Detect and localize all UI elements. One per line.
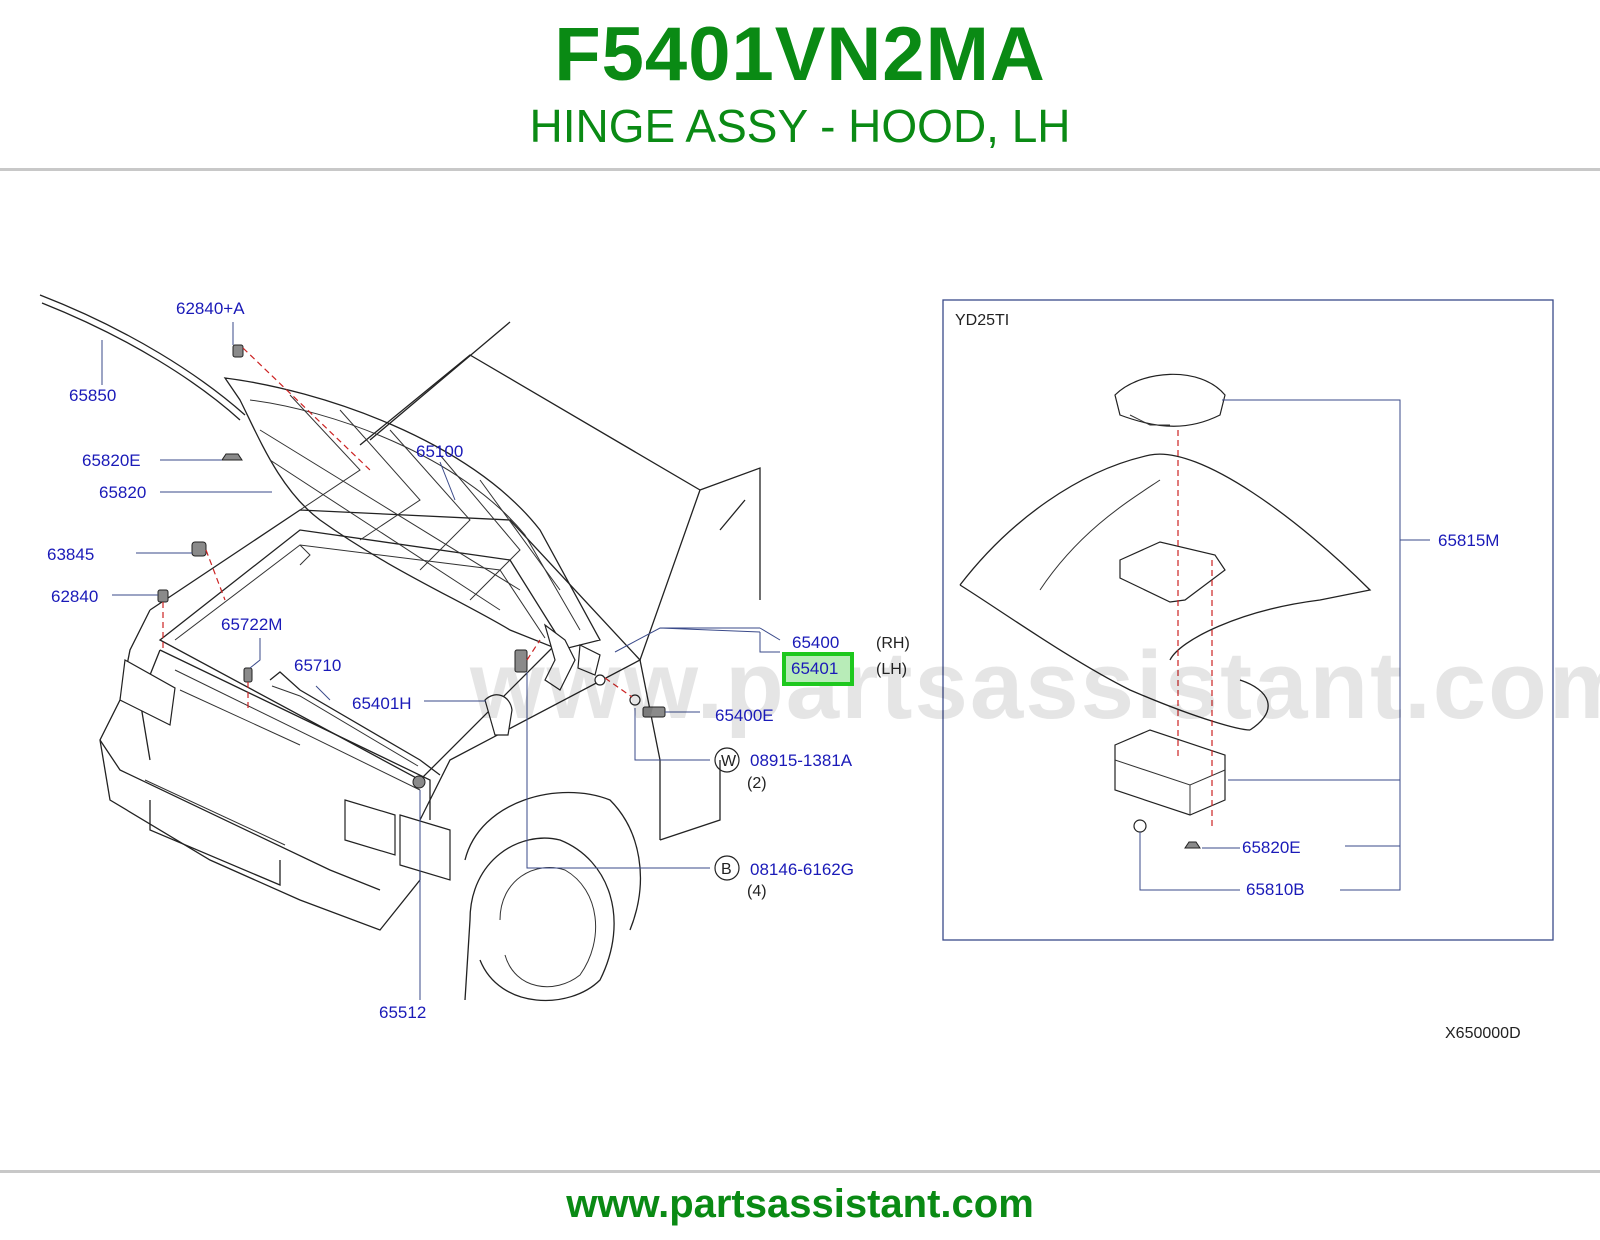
footer-divider <box>0 1170 1600 1173</box>
callout-65401[interactable]: 65401 <box>791 659 838 678</box>
clip-65722M <box>243 667 253 683</box>
note-qty-4: (4) <box>747 883 767 900</box>
hood-bumper-63845 <box>191 541 207 557</box>
callout-labels[interactable]: 62840+A 65850 65820E 65820 65100 63845 6… <box>47 299 1499 1022</box>
callout-65401H[interactable]: 65401H <box>352 694 412 713</box>
stay-holder <box>484 694 513 736</box>
inset-label: YD25TI <box>955 312 1009 329</box>
drawing-code: X650000D <box>1445 1025 1521 1042</box>
inset-yd25ti: YD25TI <box>942 299 1554 941</box>
callout-65710[interactable]: 65710 <box>294 656 341 675</box>
inset-clip <box>1184 841 1201 849</box>
hood-hinge-part <box>543 623 576 691</box>
callout-08915-1381A[interactable]: 08915-1381A <box>750 751 853 770</box>
scoop-opening <box>1119 541 1226 603</box>
callout-63845[interactable]: 63845 <box>47 545 94 564</box>
hood-bumper-62840 <box>157 589 169 603</box>
callout-65850[interactable]: 65850 <box>69 386 116 405</box>
note-b: B <box>721 861 732 878</box>
callout-65820[interactable]: 65820 <box>99 483 146 502</box>
highlight-box-65401 <box>782 652 854 686</box>
inset-nut <box>1133 819 1147 833</box>
callout-65400E[interactable]: 65400E <box>715 706 774 725</box>
hinge-bolt <box>514 649 528 673</box>
callout-65512[interactable]: 65512 <box>379 1003 426 1022</box>
washer <box>629 694 641 706</box>
note-qty-2: (2) <box>747 775 767 792</box>
scoop-duct <box>1114 729 1226 816</box>
leader-lines <box>101 322 781 1000</box>
callout-62840A[interactable]: 62840+A <box>176 299 245 318</box>
callout-65100[interactable]: 65100 <box>416 442 463 461</box>
scoop-cover <box>1114 373 1226 427</box>
inset-frame <box>942 299 1554 941</box>
hood-assembly <box>39 294 601 651</box>
header-divider <box>0 168 1600 171</box>
callout-65810B[interactable]: 65810B <box>1246 880 1305 899</box>
grommet-65512 <box>412 775 426 789</box>
callout-65820E-inset[interactable]: 65820E <box>1242 838 1301 857</box>
part-name-subtitle: HINGE ASSY - HOOD, LH <box>529 100 1071 152</box>
callout-62840[interactable]: 62840 <box>51 587 98 606</box>
callout-08146-6162G[interactable]: 08146-6162G <box>750 860 854 879</box>
footer-website-link[interactable]: www.partsassistant.com <box>566 1182 1034 1226</box>
w-symbol <box>714 747 740 773</box>
clip-65820E <box>221 453 243 461</box>
clip-62840A <box>232 344 244 358</box>
watermark-text: www.partsassistant.com <box>469 632 1600 739</box>
callout-65400[interactable]: 65400 <box>792 633 839 652</box>
note-rh: (RH) <box>876 635 910 652</box>
hood-hinge-hardware <box>157 344 666 789</box>
callout-65815M[interactable]: 65815M <box>1438 531 1499 550</box>
part-number-title: F5401VN2MA <box>554 12 1046 97</box>
note-lh: (LH) <box>876 661 907 678</box>
b-symbol <box>714 855 740 881</box>
note-w: W <box>721 753 737 770</box>
alignment-lines <box>162 347 633 712</box>
callout-65722M[interactable]: 65722M <box>221 615 282 634</box>
callout-65820E[interactable]: 65820E <box>82 451 141 470</box>
